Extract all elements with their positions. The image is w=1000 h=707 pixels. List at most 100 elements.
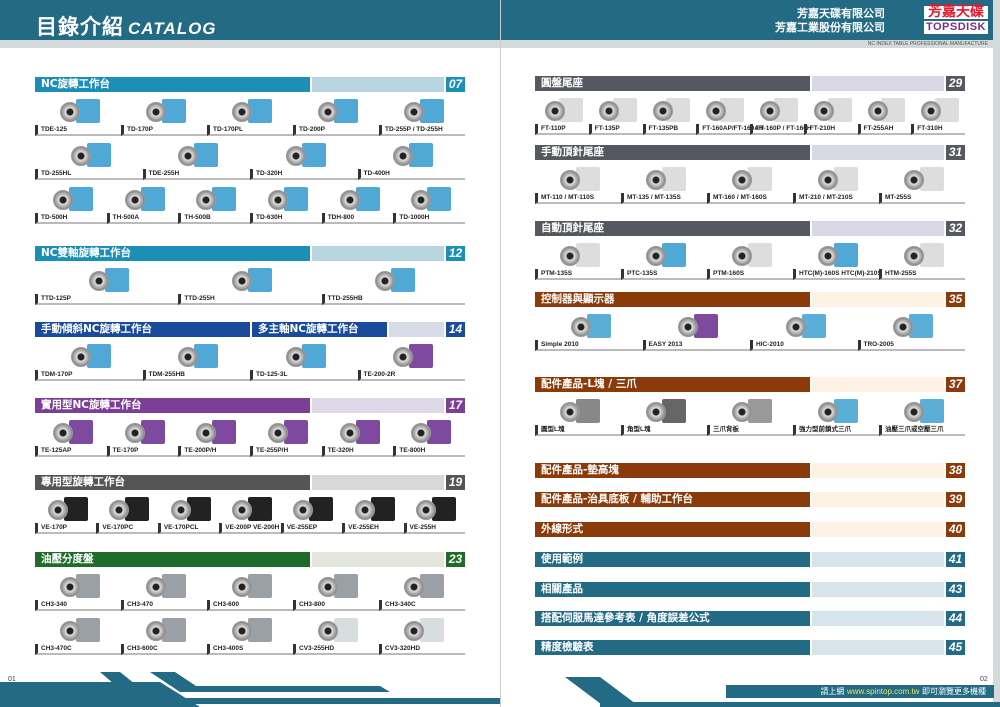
product-item[interactable]: FT-135P (588, 95, 643, 135)
product-item[interactable]: 圓型L塊 (535, 396, 621, 436)
product-item[interactable]: TDM-255HB (142, 341, 250, 381)
section-page-number[interactable]: 43 (946, 582, 965, 597)
section-title[interactable]: 自動頂針尾座 (535, 221, 810, 236)
section-page-number[interactable]: 31 (946, 145, 965, 160)
product-item[interactable]: TD-255P / TD-255H (379, 96, 465, 136)
product-item[interactable]: TD-170PL (207, 96, 293, 136)
product-item[interactable]: HIC-2010 (750, 311, 858, 351)
product-item[interactable]: TE-255P/H (250, 417, 322, 457)
section-title[interactable]: 精度檢驗表 (535, 640, 810, 655)
section-page-number[interactable]: 17 (446, 398, 465, 413)
section-page-number[interactable]: 35 (946, 292, 965, 307)
section-header[interactable]: 圓盤尾座 29 (535, 76, 965, 91)
section-header[interactable]: 自動頂針尾座 32 (535, 221, 965, 236)
section-title[interactable]: 配件產品-L塊 / 三爪 (535, 377, 810, 392)
product-item[interactable]: TD-255HL (35, 140, 143, 180)
product-item[interactable]: TDE-125 (35, 96, 121, 136)
product-item[interactable]: 角型L塊 (621, 396, 707, 436)
product-item[interactable]: TE-800H (393, 417, 466, 457)
product-item[interactable]: TRO-2005 (857, 311, 965, 351)
product-item[interactable]: Simple 2010 (535, 311, 643, 351)
product-item[interactable]: TH-500B (178, 184, 251, 224)
section-page-number[interactable]: 41 (946, 552, 965, 567)
product-item[interactable]: TD-125-3L (250, 341, 358, 381)
section-title[interactable]: 配件產品-治具底板 / 輔助工作台 (535, 492, 810, 507)
product-item[interactable]: FT-255AH (857, 95, 912, 135)
product-item[interactable]: PTM-135S (535, 240, 621, 280)
product-item[interactable]: EASY 2013 (642, 311, 750, 351)
product-item[interactable]: TDH-800 (321, 184, 394, 224)
product-item[interactable]: MT-160 / MT-160S (707, 164, 793, 204)
section-title[interactable]: 圓盤尾座 (535, 76, 810, 91)
section-header[interactable]: 精度檢驗表 45 (535, 640, 965, 655)
section-title[interactable]: 手動傾斜NC旋轉工作台 (35, 322, 250, 337)
product-item[interactable]: CH3-800 (293, 571, 379, 611)
section-page-number[interactable]: 40 (946, 522, 965, 537)
product-item[interactable]: TD-200P (293, 96, 379, 136)
product-item[interactable]: CH3-600C (121, 615, 207, 655)
product-item[interactable]: MT-135 / MT-135S (621, 164, 707, 204)
product-item[interactable]: PTC-135S (621, 240, 707, 280)
section-title[interactable]: NC雙軸旋轉工作台 (35, 246, 310, 261)
product-item[interactable]: HTM-255S (879, 240, 965, 280)
product-item[interactable]: 強力型前鎖式三爪 (793, 396, 879, 436)
product-item[interactable]: TD-500H (35, 184, 107, 224)
product-item[interactable]: CH3-600 (207, 571, 293, 611)
product-item[interactable]: TD-630H (250, 184, 322, 224)
section-page-number[interactable]: 14 (446, 322, 465, 337)
section-title[interactable]: 搭配伺服馬達參考表 / 角度誤差公式 (535, 611, 810, 626)
section-header[interactable]: 手動傾斜NC旋轉工作台多主軸NC旋轉工作台 14 (35, 322, 465, 337)
product-item[interactable]: FT-160P / FT-160H (750, 95, 812, 135)
product-item[interactable]: CH3-400S (207, 615, 293, 655)
section-title[interactable]: 專用型旋轉工作台 (35, 475, 310, 490)
product-item[interactable]: MT-210 / MT-210S (793, 164, 879, 204)
product-item[interactable]: VE-170P (35, 494, 97, 534)
product-item[interactable]: VE-255H (403, 494, 465, 534)
product-item[interactable]: FT-310H (911, 95, 965, 135)
product-item[interactable]: TD-170P (121, 96, 207, 136)
product-item[interactable]: TE-200-2R (357, 341, 465, 381)
product-item[interactable]: CV3-255HD (293, 615, 379, 655)
product-item[interactable]: TD-400H (357, 140, 465, 180)
section-title[interactable]: 外線形式 (535, 522, 810, 537)
product-item[interactable]: FT-110P (535, 95, 589, 135)
section-title[interactable]: 使用範例 (535, 552, 810, 567)
product-item[interactable]: TTD-255HB (321, 265, 465, 305)
section-page-number[interactable]: 12 (446, 246, 465, 261)
product-item[interactable]: TE-320H (321, 417, 394, 457)
product-item[interactable]: VE-170PCL (157, 494, 220, 534)
section-page-number[interactable]: 44 (946, 611, 965, 626)
product-item[interactable]: 三爪背板 (707, 396, 793, 436)
product-item[interactable]: VE-200P VE-200H (219, 494, 281, 534)
section-header[interactable]: 實用型NC旋轉工作台 17 (35, 398, 465, 413)
section-title[interactable]: 多主軸NC旋轉工作台 (252, 322, 387, 337)
product-item[interactable]: HTC(M)-160S HTC(M)-210S (793, 240, 882, 280)
section-title[interactable]: 油壓分度盤 (35, 552, 310, 567)
section-page-number[interactable]: 29 (946, 76, 965, 91)
product-item[interactable]: CH3-470 (121, 571, 207, 611)
product-item[interactable]: TD-320H (250, 140, 358, 180)
section-page-number[interactable]: 45 (946, 640, 965, 655)
section-title[interactable]: 實用型NC旋轉工作台 (35, 398, 310, 413)
product-item[interactable]: TE-125AP (35, 417, 107, 457)
product-item[interactable]: CH3-340C (379, 571, 465, 611)
website-link[interactable]: www.spintop.com.tw (846, 687, 920, 696)
product-item[interactable]: TDM-170P (35, 341, 143, 381)
product-item[interactable]: TD-1000H (393, 184, 466, 224)
product-item[interactable]: CH3-470C (35, 615, 121, 655)
product-item[interactable]: VE-170PC (96, 494, 158, 534)
section-header[interactable]: 使用範例 41 (535, 552, 965, 567)
section-page-number[interactable]: 32 (946, 221, 965, 236)
section-page-number[interactable]: 38 (946, 463, 965, 478)
product-item[interactable]: PTM-160S (707, 240, 793, 280)
product-item[interactable]: TTD-255H (178, 265, 322, 305)
product-item[interactable]: MT-255S (879, 164, 965, 204)
product-item[interactable]: TE-200P/H (178, 417, 251, 457)
